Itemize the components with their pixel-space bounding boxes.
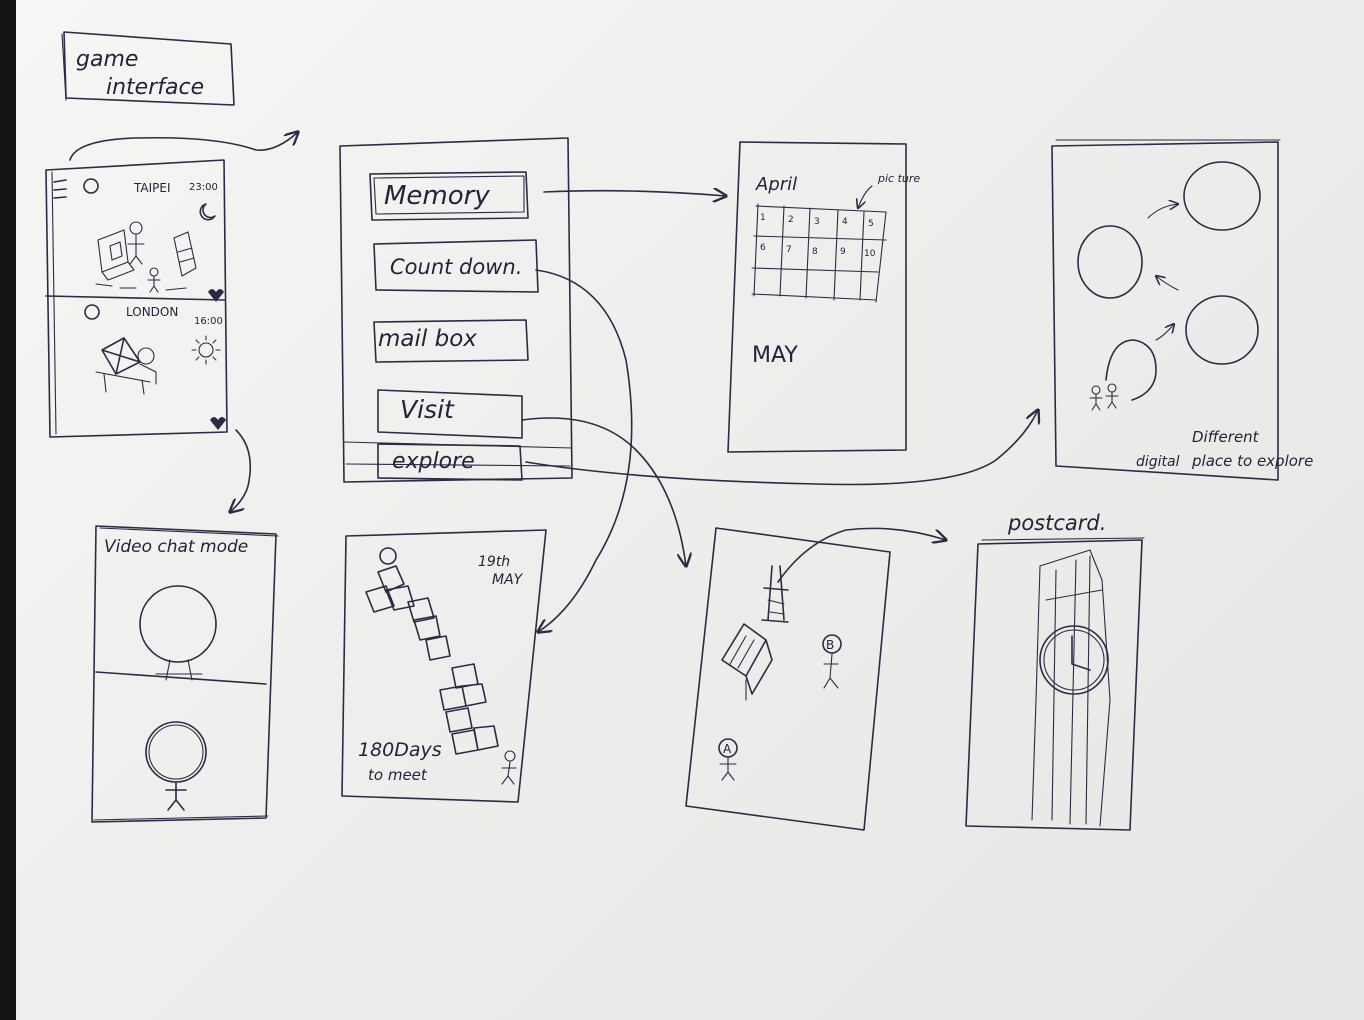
menu-label-explore: explore	[392, 449, 475, 474]
avatar-icon-bottom	[84, 304, 100, 320]
cal-day-7: 7	[786, 245, 792, 255]
marker-b[interactable]: B	[822, 634, 842, 689]
marker-a[interactable]: A	[718, 738, 738, 781]
calendar-screen: April pic ture 1 2 3 4 5 6 7 8 9 10 MAY	[727, 141, 920, 453]
landmark-tower	[761, 565, 789, 623]
heart-icon-top[interactable]	[208, 289, 224, 302]
sun-icon	[191, 335, 221, 365]
postcard-screen: postcard.	[965, 511, 1145, 831]
cal-day-10: 10	[864, 249, 876, 259]
video-chat-screen: Video chat mode	[91, 525, 279, 823]
place-circle-2[interactable]	[1077, 225, 1143, 299]
menu-label-mailbox: mail box	[378, 326, 477, 352]
flow-arrows	[69, 132, 1038, 632]
arrow-memory-to-calendar	[543, 191, 726, 196]
menu-label-countdown: Count down.	[390, 255, 522, 279]
cal-day-3: 3	[814, 217, 820, 227]
menu-label-memory: Memory	[384, 181, 490, 211]
menu-icon[interactable]	[53, 179, 67, 199]
video-person-bottom	[145, 721, 207, 811]
calendar-month-bottom: MAY	[752, 343, 798, 368]
countdown-days-left: 180Days	[358, 739, 442, 761]
arrow-visit-to-postcard	[777, 527, 946, 583]
cal-day-8: 8	[812, 247, 818, 257]
calendar-grid	[751, 203, 887, 303]
clock-hands	[1071, 635, 1091, 671]
clock-tower	[1031, 549, 1111, 827]
home-screen: TAIPEI 23:00 LONDON 16:00	[45, 159, 228, 438]
arrow-countdown-to-countdown-screen	[536, 269, 633, 632]
landmark-building	[721, 623, 773, 701]
place-circle-1[interactable]	[1183, 161, 1261, 231]
avatar-icon	[83, 178, 99, 194]
city-bottom: LONDON	[126, 305, 178, 319]
countdown-screen: 19th MAY 180Days to meet	[341, 529, 547, 803]
video-chat-label: Video chat mode	[104, 537, 248, 557]
heart-icon-bottom[interactable]	[210, 417, 226, 430]
menu-label-visit: Visit	[400, 395, 455, 424]
marker-b-label: B	[826, 638, 834, 652]
arrow-explore-to-explore-screen	[525, 410, 1038, 486]
arrow-home-to-menu	[69, 132, 298, 161]
time-bottom: 16:00	[194, 316, 223, 327]
countdown-date-day: 19th	[478, 554, 510, 570]
arrow-home-to-video	[230, 429, 252, 512]
menu-item-mailbox[interactable]: mail box	[373, 319, 529, 363]
menu-screen: Memory Count down. mail box Visit explor…	[339, 137, 573, 483]
cal-day-9: 9	[840, 247, 846, 257]
cal-day-4: 4	[842, 217, 848, 227]
city-top: TAIPEI	[133, 181, 171, 195]
stepping-path	[365, 547, 517, 785]
countdown-date-month: MAY	[492, 572, 524, 588]
room-sketch-bottom	[95, 337, 157, 395]
menu-item-memory[interactable]: Memory	[369, 171, 529, 221]
place-circle-3[interactable]	[1185, 295, 1259, 365]
moon-icon	[199, 203, 216, 221]
explore-caption-left: digital	[1136, 454, 1180, 470]
video-person-top	[139, 585, 217, 681]
explore-caption-right-2: place to explore	[1191, 452, 1313, 470]
arrow-visit-to-visit-screen	[521, 417, 686, 566]
cal-day-2: 2	[788, 215, 794, 225]
time-top: 23:00	[189, 182, 218, 193]
sketch-canvas: game interface TAIPEI 23:00 LONDON 1 6	[45, 31, 1313, 831]
title-line-1: game	[76, 47, 138, 72]
calendar-month-top: April	[755, 174, 797, 195]
menu-item-explore[interactable]: explore	[377, 443, 523, 481]
explore-caption-right-1: Different	[1192, 428, 1260, 446]
room-sketch-top	[95, 221, 197, 293]
couple-figures	[1089, 383, 1119, 411]
visit-screen: B A	[685, 527, 891, 831]
cal-day-5: 5	[868, 219, 874, 229]
cal-day-1: 1	[760, 213, 766, 223]
cal-day-6: 6	[760, 243, 766, 253]
explore-screen: digital Different place to explore	[1051, 139, 1313, 481]
menu-item-countdown[interactable]: Count down.	[373, 239, 539, 293]
marker-a-label: A	[723, 742, 732, 756]
title-box: game interface	[61, 31, 235, 106]
postcard-label: postcard.	[1007, 511, 1106, 535]
menu-item-visit[interactable]: Visit	[377, 389, 523, 439]
countdown-days-caption: to meet	[368, 766, 428, 784]
place-circle-4[interactable]	[1105, 339, 1157, 401]
title-line-2: interface	[106, 75, 204, 100]
sketch-paper: game interface TAIPEI 23:00 LONDON 1 6	[16, 0, 1364, 1020]
calendar-note: pic ture	[877, 172, 920, 185]
